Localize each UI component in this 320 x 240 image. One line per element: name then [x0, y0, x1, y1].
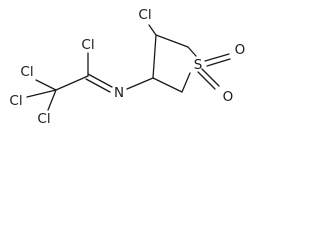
atom-oxygen-right: O	[235, 42, 246, 58]
atom-sulfur: S	[194, 57, 203, 73]
bond-c3-n	[126, 77, 154, 90]
bond-c4-c5	[155, 34, 189, 48]
bond-s-o-bottom-a	[197, 71, 216, 90]
bond-ccl3-cl-top	[35, 79, 57, 91]
structure-drawing: Cl S O O N Cl Cl Cl Cl	[9, 7, 245, 127]
bond-s-o-right-b	[206, 58, 231, 67]
atom-cl-left: Cl	[9, 93, 22, 109]
bond-s-o-bottom-b	[201, 68, 220, 87]
atom-labels: Cl S O O N Cl Cl Cl Cl	[9, 7, 245, 127]
bond-n-c-a	[87, 73, 113, 88]
bond-c3-c4	[152, 34, 157, 79]
bond-c5-s	[187, 46, 197, 57]
bond-ccl3-cl-bottom	[47, 89, 57, 111]
atom-cl-imidoyl: Cl	[81, 37, 94, 53]
bond-c2-c3	[152, 77, 183, 93]
bond-n-c-b	[85, 78, 111, 93]
bond-ccl3-cl-left	[26, 89, 57, 98]
bond-c-ccl3	[55, 75, 89, 91]
bond-s-c2	[181, 72, 191, 93]
bond-s-o-right-a	[204, 53, 230, 62]
atom-cl-bottom: Cl	[37, 111, 50, 127]
bonds	[26, 24, 231, 111]
atom-nitrogen: N	[114, 85, 124, 101]
atom-cl-ring: Cl	[138, 7, 151, 23]
bond-c4-cl	[148, 24, 157, 36]
atom-oxygen-bottom: O	[223, 89, 234, 105]
atom-cl-top-left: Cl	[20, 64, 33, 80]
